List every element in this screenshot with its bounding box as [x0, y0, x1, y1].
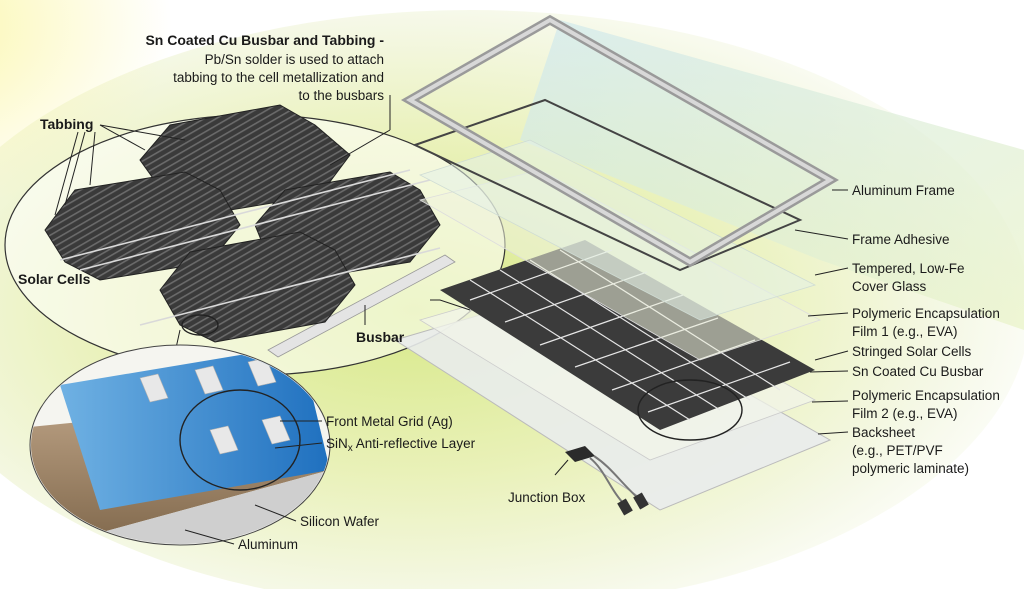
- label-stringed-solar-cells: Stringed Solar Cells: [852, 344, 972, 359]
- label-sn-coated-busbar: Sn Coated Cu Busbar: [852, 364, 984, 379]
- tabbing-line: [139, 247, 441, 326]
- label-cover-glass: Tempered, Low-Fe: [852, 261, 965, 276]
- label-cover-glass: Cover Glass: [852, 279, 927, 294]
- solar-cell: [159, 231, 356, 343]
- label-silicon-wafer: Silicon Wafer: [300, 514, 380, 529]
- label-backsheet: polymeric laminate): [852, 461, 969, 476]
- busbar-strip: [267, 254, 456, 358]
- label-encapsulation-film-2: Film 2 (e.g., EVA): [852, 406, 958, 421]
- mc4-connector: [617, 498, 633, 516]
- label-encapsulation-film-1: Polymeric Encapsulation: [852, 306, 1000, 321]
- label-tabbing: Tabbing: [40, 116, 93, 132]
- aluminum-frame-highlight: [405, 17, 834, 265]
- exploded-module: [393, 14, 839, 516]
- callout-tabbing-title: Sn Coated Cu Busbar and Tabbing -: [145, 32, 384, 48]
- junction-box: [565, 446, 595, 462]
- callout-tabbing-line: tabbing to the cell metallization and: [173, 70, 384, 85]
- callout-tabbing-line: Pb/Sn solder is used to attach: [205, 52, 384, 67]
- cell-detail-circle: [181, 314, 219, 336]
- label-solar-cells: Solar Cells: [18, 271, 91, 287]
- label-aluminum-frame: Aluminum Frame: [852, 183, 955, 198]
- label-front-metal-grid: Front Metal Grid (Ag): [326, 414, 453, 429]
- label-busbar: Busbar: [356, 329, 405, 345]
- cross-section-detail: [29, 344, 331, 546]
- label-encapsulation-film-2: Polymeric Encapsulation: [852, 388, 1000, 403]
- cross-section-zoom-ring: [179, 389, 301, 491]
- front-metal-grid: [139, 357, 291, 455]
- tabbing-line: [79, 179, 431, 271]
- tabbing-line: [59, 169, 411, 261]
- junction-box-cable: [593, 455, 641, 501]
- label-backsheet: (e.g., PET/PVF: [852, 443, 943, 458]
- label-backsheet: Backsheet: [852, 425, 915, 440]
- module-busbar-highlight-ellipse: [637, 379, 743, 441]
- detail-connector: [430, 299, 471, 311]
- mc4-connector: [633, 492, 649, 510]
- label-encapsulation-film-1: Film 1 (e.g., EVA): [852, 324, 958, 339]
- solar-cells-group: [44, 104, 441, 343]
- label-junction-box: Junction Box: [508, 490, 586, 505]
- background-sky: [520, 20, 1024, 330]
- frame-adhesive-layer: [412, 98, 803, 272]
- aluminum-layer: [31, 470, 329, 544]
- leader-lines: [54, 95, 849, 545]
- callout-tabbing-line: to the busbars: [298, 88, 384, 103]
- stringed-cells-layer: [440, 240, 815, 430]
- label-frame-adhesive: Frame Adhesive: [852, 232, 950, 247]
- label-sinx-layer: SiNx Anti-reflective Layer: [326, 436, 476, 454]
- sinx-layer: [60, 346, 329, 510]
- text-labels: Sn Coated Cu Busbar and Tabbing - Pb/Sn …: [18, 32, 1000, 552]
- label-aluminum: Aluminum: [238, 537, 298, 552]
